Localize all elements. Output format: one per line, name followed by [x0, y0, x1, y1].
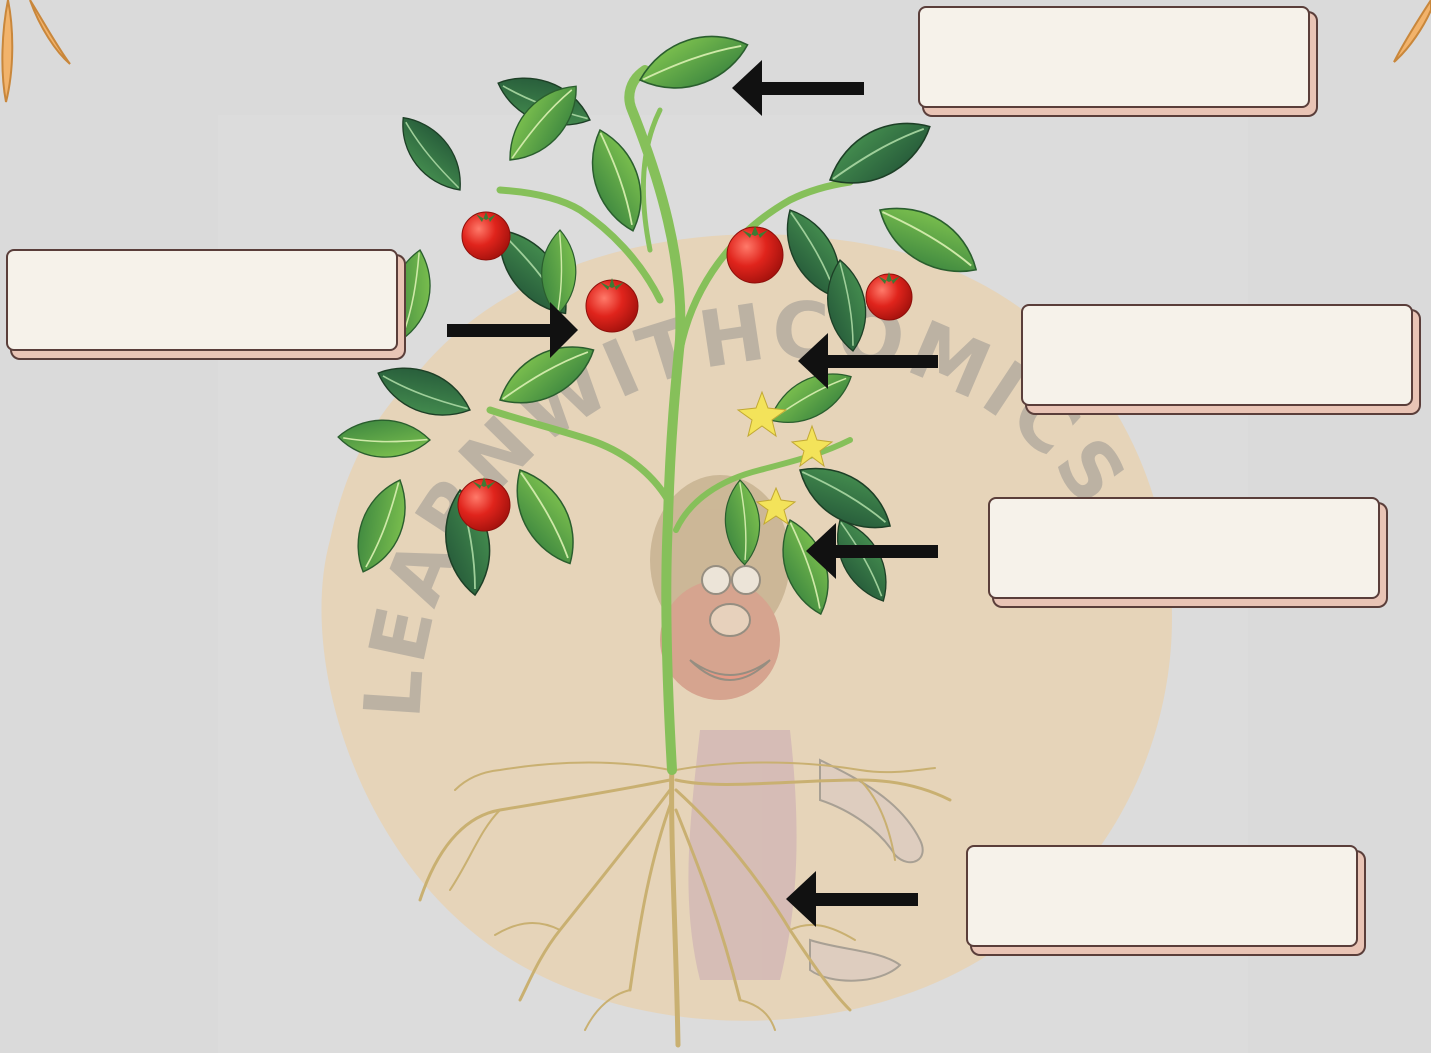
- label-box-fruit[interactable]: [6, 249, 398, 351]
- label-box-flower[interactable]: [988, 497, 1380, 599]
- arrow-to-leaf: [732, 60, 864, 116]
- corner-leaf-decoration-right: [1394, 0, 1431, 62]
- label-box-leaf[interactable]: [918, 6, 1310, 108]
- label-box-root[interactable]: [966, 845, 1358, 947]
- corner-leaf-decoration-left: [2, 0, 70, 102]
- label-box-stem[interactable]: [1021, 304, 1413, 406]
